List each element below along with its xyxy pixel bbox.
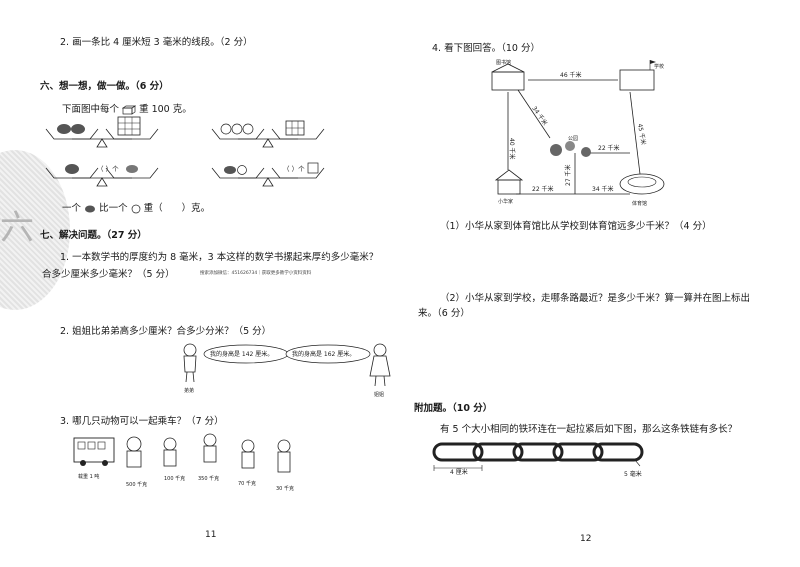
distance-library-home: 40 千米	[508, 138, 516, 160]
distance-home-junction: 22 千米	[532, 185, 554, 193]
height-comparison-figure: 我的身高是 142 厘米。 我的身高是 162 厘米。 弟弟 姐姐	[183, 343, 391, 398]
question-3-line: 3. 哪几只动物可以一起乘车？（7 分）	[60, 416, 224, 427]
animal-pig	[241, 439, 255, 469]
chain-thickness-label: 5 毫米	[624, 470, 642, 478]
question-4-part-1: （1）小华从家到体育馆比从学校到体育馆远多少千米？（4 分）	[440, 221, 712, 232]
balance-scale-2	[211, 120, 325, 148]
intro-tail: 重 100 克。	[139, 104, 192, 115]
animal-monkey	[277, 439, 291, 473]
weight-monkey: 30 千克	[276, 485, 294, 492]
label-library: 图书馆	[496, 59, 511, 66]
distance-library-school: 46 千米	[560, 71, 582, 79]
apple-icon	[131, 204, 140, 213]
answer-text-b: 比一个	[99, 203, 128, 214]
bonus-title: 附加题。（10 分）	[414, 403, 493, 414]
stamp-seal-glyph: 六	[0, 208, 34, 248]
question-1-line-2: 合多少厘米多少毫米？（5 分）	[42, 269, 175, 280]
bubble-boy-text: 我的身高是 142 厘米。	[210, 350, 273, 358]
section-six-answer: 一个 比一个 重（ ）克。	[62, 200, 210, 214]
distance-library-park: 34 千米	[530, 105, 549, 127]
boy-label: 弟弟	[184, 387, 194, 394]
bus-capacity-label: 载重 1 吨	[78, 473, 99, 480]
question-4-part-2-line-2: 来。（6 分）	[418, 308, 470, 319]
label-school: 学校	[654, 63, 664, 70]
school-icon	[619, 60, 656, 91]
question-2-line: 2. 姐姐比弟弟高多少厘米？合多少分米？（5 分）	[60, 326, 272, 337]
bonus-question: 有 5 个大小相同的铁环连在一起拉紧后如下图，那么这条铁链有多长？	[440, 424, 738, 435]
weight-bear: 100 千克	[164, 475, 185, 482]
road-school-stadium	[629, 91, 641, 175]
label-stadium: 体育馆	[632, 200, 647, 207]
answer-text-a: 一个	[62, 203, 82, 214]
intro-text: 下面图中每个	[62, 104, 120, 115]
distance-school-stadium: 45 千米	[636, 123, 648, 146]
library-icon	[491, 63, 525, 91]
section-seven-title: 七、解决问题。（27 分）	[40, 230, 147, 241]
park-icon	[550, 141, 591, 157]
animal-cow	[203, 433, 217, 463]
weight-elephant: 500 千克	[126, 481, 147, 488]
weight-pig: 70 千克	[238, 480, 256, 487]
chain-ring-length-label: 4 厘米	[450, 468, 468, 476]
stadium-icon	[619, 173, 665, 195]
right-page: 4. 看下图回答。（10 分）	[400, 0, 800, 567]
label-home: 小华家	[498, 198, 513, 205]
blank-count-1: （ ）个	[97, 165, 119, 173]
girl-label: 姐姐	[374, 391, 384, 398]
chain-figure: 4 厘米 5 毫米	[432, 442, 644, 478]
distance-junction-stadium: 34 千米	[592, 185, 614, 193]
animal-bear	[163, 437, 177, 467]
page-number-left: 11	[205, 530, 217, 540]
road-library-park	[517, 89, 551, 139]
distance-park-stadium: 22 千米	[598, 144, 620, 152]
question-4-part-2-line-1: （2）小华从家到学校，走哪条路最近？是多少千米？算一算并在图上标出	[440, 293, 751, 304]
pineapple-icon	[85, 205, 96, 212]
animal-elephant	[126, 436, 142, 468]
cube-icon	[122, 104, 137, 115]
section-six-intro: 下面图中每个 重 100 克。	[62, 101, 192, 115]
left-page: 六 2. 画一条比 4 厘米短 3 毫米的线段。（2 分） 六、想一想，做一做。…	[0, 37, 391, 540]
label-park: 公园	[568, 136, 578, 142]
question-4-title: 4. 看下图回答。（10 分）	[432, 43, 540, 54]
page-number-right: 12	[580, 534, 592, 544]
question-draw-line: 2. 画一条比 4 厘米短 3 毫米的线段。（2 分）	[60, 37, 253, 48]
distance-park-down: 27 千米	[564, 164, 572, 186]
balance-scale-1	[45, 116, 159, 148]
question-1-line-1: 1. 一本数学书的厚度约为 8 毫米，3 本这样的数学书摞起来厚约多少毫米？	[60, 252, 379, 263]
animals-bus-figure: 载重 1 吨 500 千克 100 千克 350 千克 70 千克 30 千克	[73, 433, 294, 492]
bubble-girl-text: 我的身高是 162 厘米。	[292, 350, 355, 358]
section-six-title: 六、想一想，做一做。（6 分）	[40, 81, 169, 92]
watermark-text: 搜索添加微信：451626734｜获取更多教学小资料资料	[200, 271, 312, 276]
balance-scale-3	[45, 164, 159, 187]
answer-text-c: 重（ ）克。	[143, 203, 211, 214]
blank-count-2: （ ）个	[283, 165, 305, 173]
weight-cow: 350 千克	[198, 475, 219, 482]
balance-scale-4	[211, 162, 325, 187]
home-icon	[494, 169, 524, 195]
route-map: 图书馆 学校 公园 小华家 体育馆 46 千米 40 千米 34 千米 45 千…	[491, 59, 665, 207]
